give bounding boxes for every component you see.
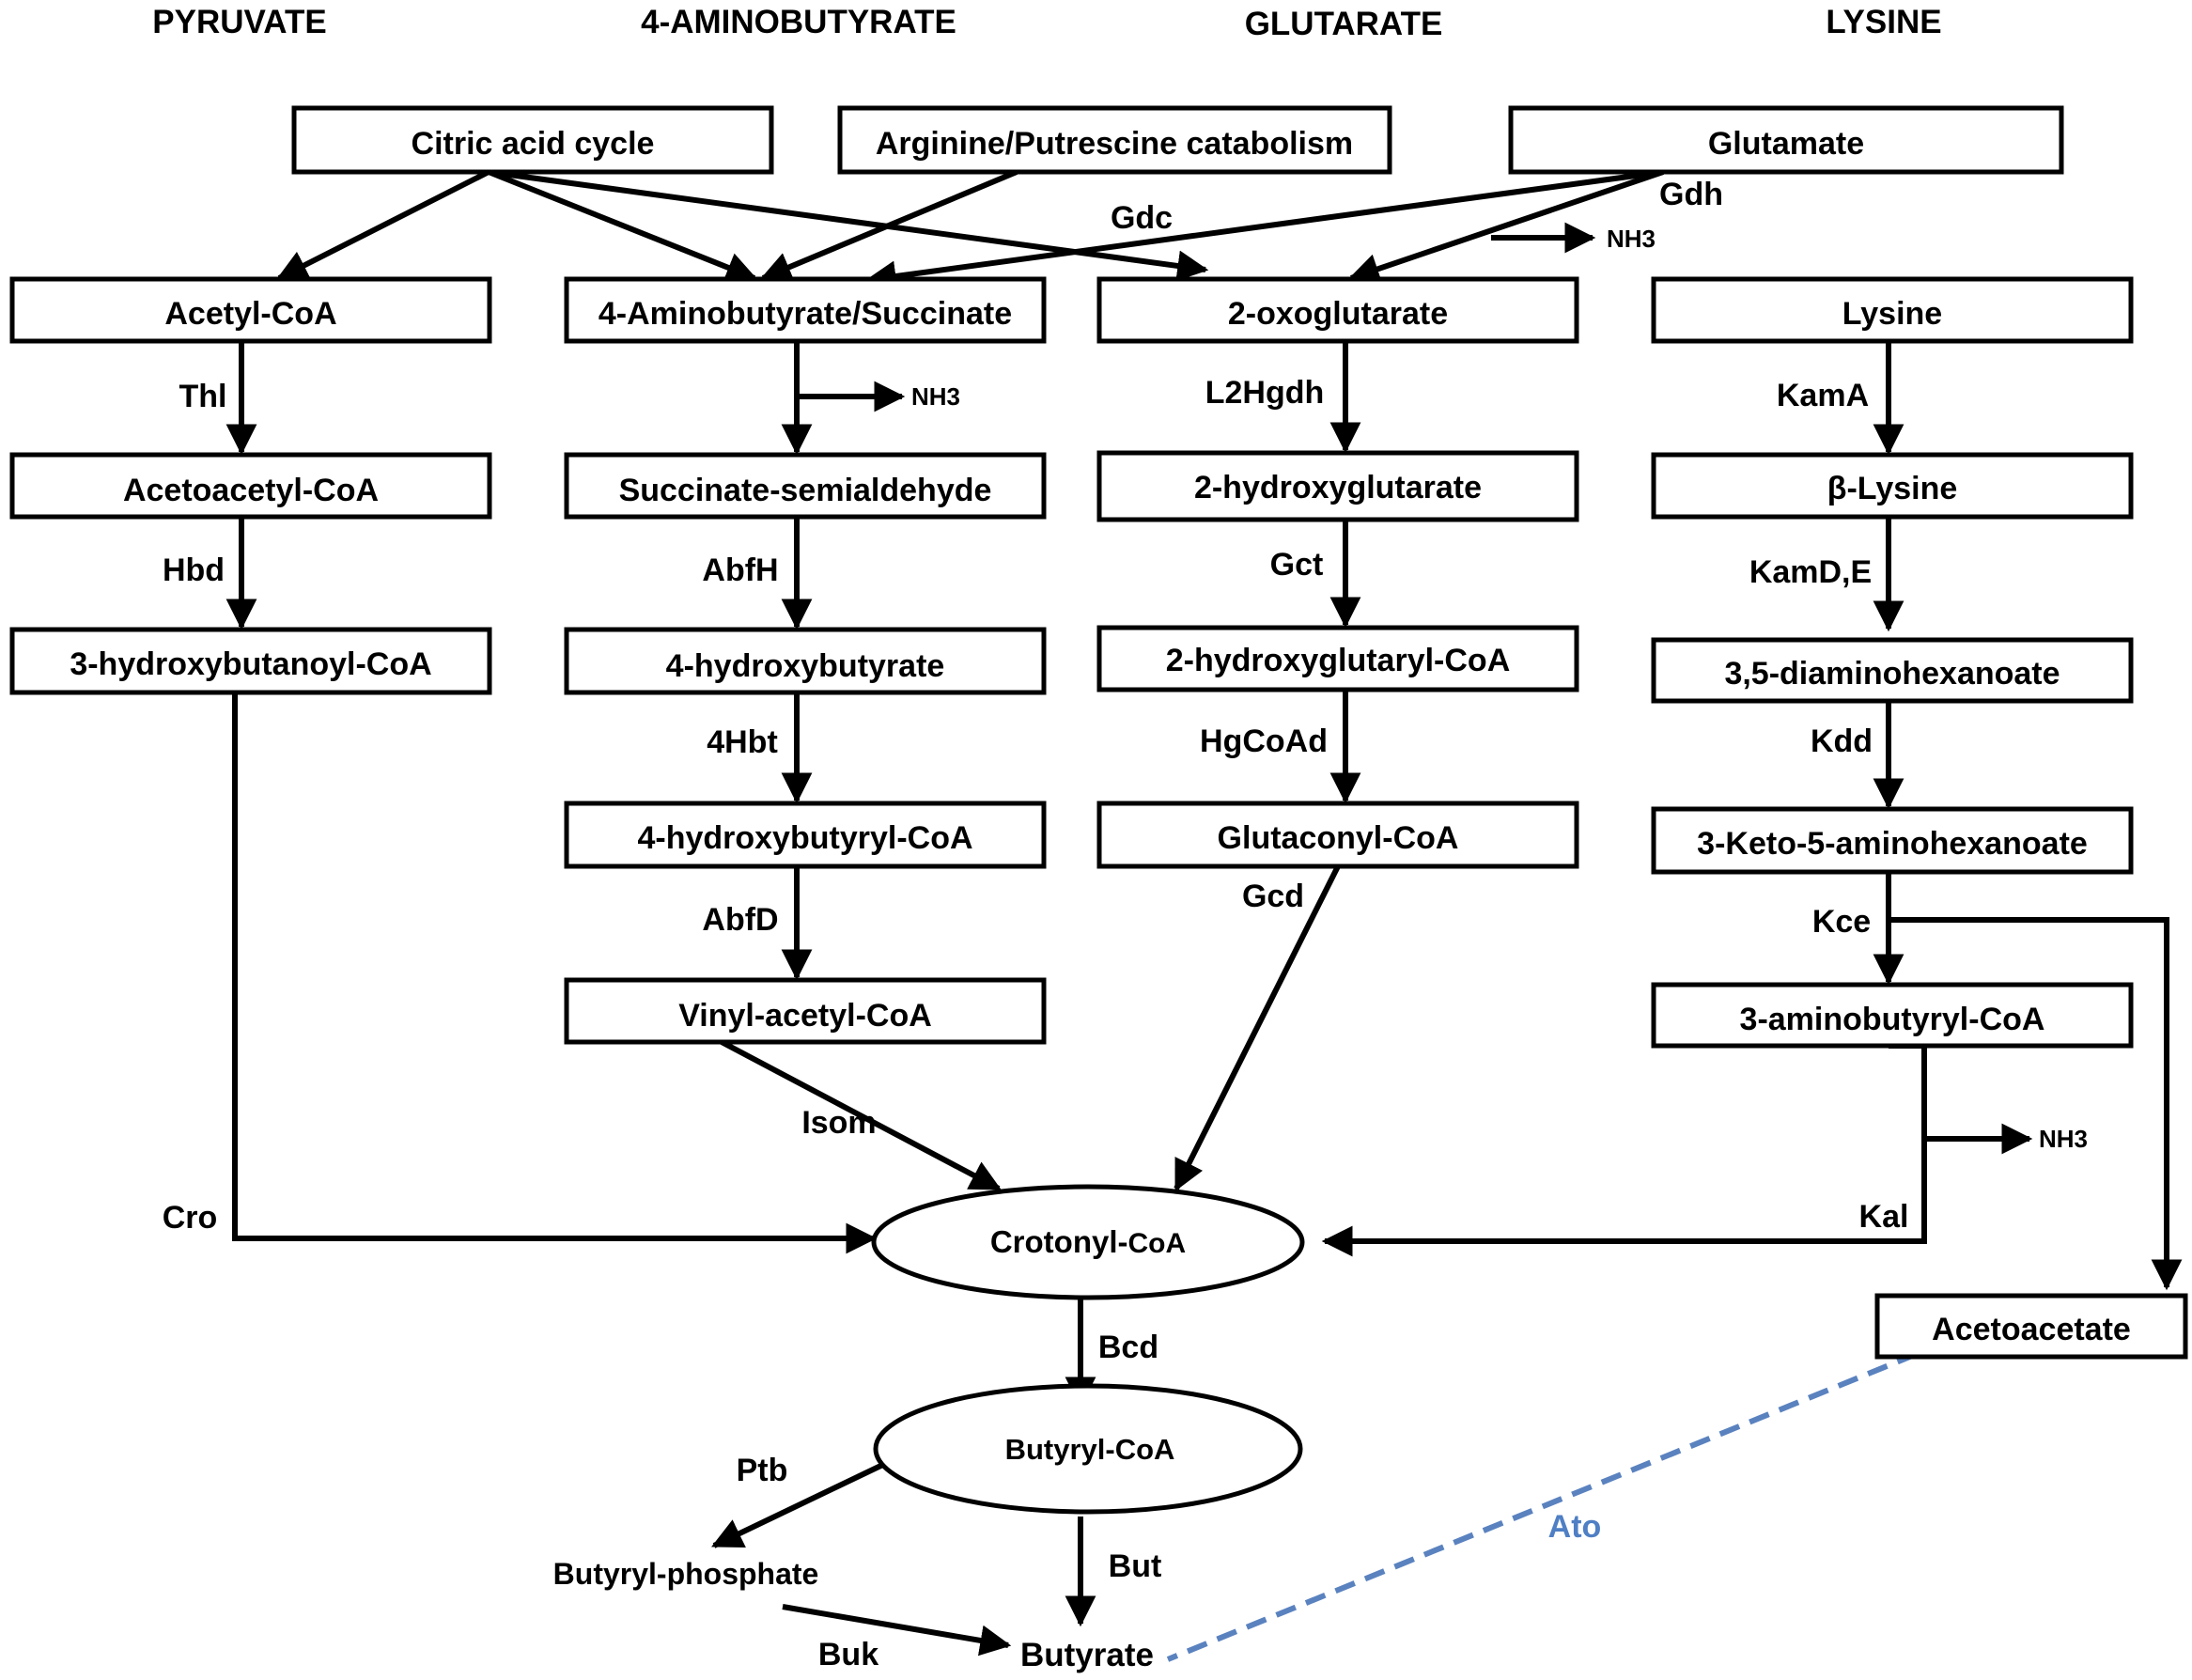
box-hydroxybutyryl-coa <box>564 801 1047 869</box>
label-hydroxyglutaryl-coa: 2-hydroxyglutaryl-CoA <box>1166 643 1511 678</box>
box-acetoacetate <box>1874 1293 2188 1360</box>
enzyme-cro: Cro <box>163 1200 218 1236</box>
label-diaminohexanoate: 3,5-diaminohexanoate <box>1724 656 2060 692</box>
enzyme-hbd: Hbd <box>163 552 225 588</box>
nh3-aminobutyryl: NH3 <box>2039 1125 2088 1153</box>
arrow-glutamate-to-aminobutyrate <box>864 169 1664 292</box>
arrow-citric-to-acetyl-coa <box>276 169 490 281</box>
arrow-vinyl-to-crotonyl <box>720 1039 1002 1191</box>
enzyme-kama: KamA <box>1777 378 1869 413</box>
box-keto-aminohexanoate <box>1651 806 2134 875</box>
box-succinate-semialdehyde <box>564 452 1047 520</box>
label-hydroxyglutarate: 2-hydroxyglutarate <box>1194 470 1482 506</box>
label-acetyl-coa: Acetyl-CoA <box>164 296 336 332</box>
label-glutamate: Glutamate <box>1708 126 1864 162</box>
box-vinyl-acetyl-coa <box>564 977 1047 1045</box>
label-lysine: Lysine <box>1842 296 1942 332</box>
enzyme-4hbt: 4Hbt <box>707 724 778 760</box>
oval-crotonyl-coa <box>871 1184 1305 1300</box>
enzyme-bcd: Bcd <box>1098 1330 1158 1365</box>
arrow-glutaconyl-to-crotonyl <box>1174 864 1341 1191</box>
label-butyrate: Butyrate <box>1020 1637 1154 1673</box>
enzyme-abfd: AbfD <box>702 902 778 938</box>
enzyme-gcd: Gcd <box>1242 879 1304 914</box>
enzyme-kce: Kce <box>1812 904 1871 940</box>
box-acetyl-coa <box>9 276 492 344</box>
label-arginine-putrescine: Arginine/Putrescine catabolism <box>876 126 1353 162</box>
label-glutaconyl-coa: Glutaconyl-CoA <box>1218 820 1459 856</box>
box-diaminohexanoate <box>1651 637 2134 704</box>
label-butyryl-phosphate: Butyryl-phosphate <box>553 1557 819 1591</box>
nh3-aminobutyrate: NH3 <box>911 382 960 411</box>
nh3-glutamate: NH3 <box>1607 225 1656 253</box>
label-oxoglutarate: 2-oxoglutarate <box>1228 296 1448 332</box>
arrow-citric-to-aminobutyrate <box>487 169 758 283</box>
arrow-arginine-to-aminobutyrate <box>759 169 1018 282</box>
box-hydroxybutanoyl-coa <box>9 627 492 695</box>
label-butyryl-coa: Butyryl-CoA <box>1005 1433 1175 1466</box>
oval-butyryl-coa <box>873 1383 1303 1515</box>
label-succinate-semialdehyde: Succinate-semialdehyde <box>619 473 992 508</box>
arrow-phosphate-to-butyrate <box>782 1604 1012 1657</box>
header-pyruvate: PYRUVATE <box>152 4 326 40</box>
arrow-citric-to-oxoglutarate <box>488 169 1209 282</box>
box-hydroxybutyrate <box>564 627 1047 695</box>
label-hydroxybutyryl-coa: 4-hydroxybutyryl-CoA <box>637 820 972 856</box>
label-crotonyl-coa: Crotonyl-CoA <box>990 1224 1186 1259</box>
enzyme-l2hgdh: L2Hgdh <box>1205 375 1325 411</box>
arrow-glutamate-to-oxoglutarate <box>1347 169 1664 285</box>
enzyme-kal: Kal <box>1859 1199 1909 1235</box>
box-beta-lysine <box>1651 452 2134 520</box>
label-crotonyl-prefix: Crotonyl- <box>990 1224 1128 1259</box>
label-keto-aminohexanoate: 3-Keto-5-aminohexanoate <box>1697 826 2088 862</box>
enzyme-buk: Buk <box>818 1637 878 1672</box>
header-4-aminobutyrate: 4-AMINOBUTYRATE <box>641 4 956 40</box>
enzyme-isom: Isom <box>801 1105 876 1141</box>
label-hydroxybutanoyl-coa: 3-hydroxybutanoyl-CoA <box>70 646 431 682</box>
header-lysine: LYSINE <box>1826 4 1941 40</box>
label-aminobutyrate-succinate: 4-Aminobutyrate/Succinate <box>599 296 1012 332</box>
enzyme-abfh: AbfH <box>702 552 778 588</box>
label-acetoacetate: Acetoacetate <box>1932 1312 2131 1347</box>
enzyme-but: But <box>1109 1548 1162 1584</box>
dashed-acetoacetate-to-butyrate <box>1166 1351 1919 1662</box>
arrow-aminobutyryl-to-crotonyl <box>1321 1043 1927 1257</box>
header-glutarate: GLUTARATE <box>1245 6 1443 42</box>
enzyme-gdh: Gdh <box>1659 177 1723 212</box>
label-aminobutyryl-coa: 3-aminobutyryl-CoA <box>1740 1002 2045 1037</box>
box-glutaconyl-coa <box>1096 801 1579 869</box>
box-lysine <box>1651 276 2134 344</box>
arrow-hydroxybutanoyl-to-crotonyl <box>232 692 878 1254</box>
box-glutamate <box>1508 105 2064 175</box>
label-hydroxybutyrate: 4-hydroxybutyrate <box>666 648 945 684</box>
enzyme-thl: Thl <box>179 379 227 414</box>
box-aminobutyrate-succinate <box>564 276 1047 344</box>
label-acetoacetyl-coa: Acetoacetyl-CoA <box>123 473 379 508</box>
enzyme-hgcoad: HgCoAd <box>1200 723 1328 759</box>
arrow-keto-to-acetoacetate <box>1889 917 2183 1291</box>
enzyme-kdd: Kdd <box>1811 723 1873 759</box>
label-vinyl-acetyl-coa: Vinyl-acetyl-CoA <box>678 998 932 1034</box>
enzyme-ato: Ato <box>1548 1509 1602 1545</box>
box-hydroxyglutarate <box>1096 450 1579 522</box>
connector-lines <box>225 169 2183 1662</box>
box-hydroxyglutaryl-coa <box>1096 625 1579 692</box>
enzyme-gct: Gct <box>1270 547 1324 583</box>
box-arginine-putrescine <box>837 105 1392 175</box>
enzyme-ptb: Ptb <box>737 1453 788 1488</box>
box-citric-acid-cycle <box>291 105 774 175</box>
box-acetoacetyl-coa <box>9 452 492 520</box>
box-aminobutyryl-coa <box>1651 982 2134 1049</box>
enzyme-kamde: KamD,E <box>1749 554 1872 590</box>
label-citric-acid-cycle: Citric acid cycle <box>412 126 655 162</box>
label-crotonyl-suffix: CoA <box>1128 1228 1187 1259</box>
enzyme-gdc: Gdc <box>1111 200 1173 236</box>
label-beta-lysine: β-Lysine <box>1827 471 1958 506</box>
box-oxoglutarate <box>1096 276 1579 344</box>
